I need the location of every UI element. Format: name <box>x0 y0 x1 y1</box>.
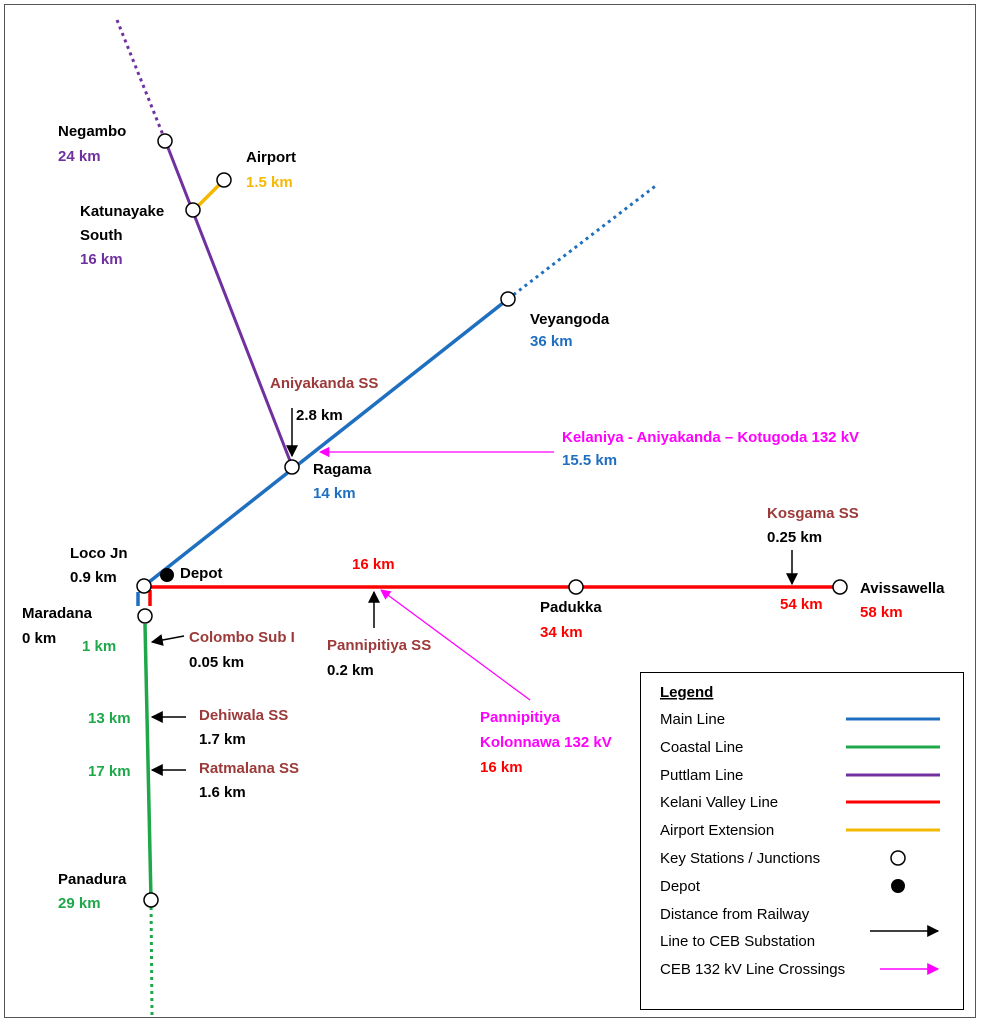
loco-jn-label: Loco Jn <box>70 545 128 562</box>
aniyakanda-ss-dist: 2.8 km <box>296 407 343 424</box>
pannipitiya-crossing-arrow <box>380 589 531 701</box>
station-katunayake-south <box>185 202 201 218</box>
station-maradana <box>137 608 153 624</box>
puttlam-line-dotted <box>115 19 167 141</box>
kosgama-line-km: 54 km <box>780 596 823 613</box>
katunayake-label: Katunayake <box>80 203 164 220</box>
coastal-line-dotted <box>149 899 154 1016</box>
dehiwala-ss-label: Dehiwala SS <box>199 707 288 724</box>
legend-puttlam-line-label: Puttlam Line <box>660 767 743 784</box>
station-ragama <box>284 459 300 475</box>
ragama-label: Ragama <box>313 461 372 478</box>
puttlam-line <box>163 139 294 467</box>
pannipitiya-crossing-label-2: Kolonnawa 132 kV <box>480 734 612 751</box>
pannipitiya-ss-dist: 0.2 km <box>327 662 374 679</box>
station-airport <box>216 172 232 188</box>
colombo-sub-dist: 0.05 km <box>189 654 244 671</box>
legend <box>640 672 964 1010</box>
colombo-sub-arrow <box>150 634 185 646</box>
station-avissawella <box>832 579 848 595</box>
maradana-label: Maradana <box>22 605 93 622</box>
diagram-frame <box>4 4 976 1018</box>
kosgama-ss-label: Kosgama SS <box>767 505 859 522</box>
avissawella-label: Avissawella <box>860 580 945 597</box>
station-loco-jn <box>136 578 152 594</box>
dehiwala-line-km: 13 km <box>88 710 131 727</box>
depot-label: Depot <box>180 565 223 582</box>
station-padukka <box>568 579 584 595</box>
legend-main-line-label: Main Line <box>660 711 725 728</box>
kosgama-ss-dist: 0.25 km <box>767 529 822 546</box>
ratmalana-ss-dist: 1.6 km <box>199 784 246 801</box>
legend-kelani-line-label: Kelani Valley Line <box>660 794 778 811</box>
negambo-label: Negambo <box>58 123 126 140</box>
legend-depot-swatch <box>891 879 905 893</box>
pannipitiya-crossing-line-km: 16 km <box>352 556 395 573</box>
airport-label: Airport <box>246 149 296 166</box>
ratmalana-line-km: 17 km <box>88 763 131 780</box>
pannipitiya-crossing-label: Pannipitiya <box>480 709 561 726</box>
colombo-sub-line-km: 1 km <box>82 638 116 655</box>
legend-substation-distance-label: Distance from Railway <box>660 906 810 923</box>
padukka-dist: 34 km <box>540 624 583 641</box>
colombo-sub-label: Colombo Sub I <box>189 629 295 646</box>
legend-title: Legend <box>660 684 713 701</box>
pannipitiya-ss-label: Pannipitiya SS <box>327 637 431 654</box>
legend-substation-distance-label-2: Line to CEB Substation <box>660 933 815 950</box>
airport-dist: 1.5 km <box>246 174 293 191</box>
pannipitiya-crossing-dist: 16 km <box>480 759 523 776</box>
depot-marker <box>160 568 174 582</box>
aniyakanda-ss-label: Aniyakanda SS <box>270 375 378 392</box>
legend-station-swatch <box>890 850 906 866</box>
kelaniya-crossing-dist: 15.5 km <box>562 452 617 469</box>
negambo-dist: 24 km <box>58 148 101 165</box>
legend-airport-line-label: Airport Extension <box>660 822 774 839</box>
padukka-label: Padukka <box>540 599 602 616</box>
katunayake-dist: 16 km <box>80 251 123 268</box>
legend-coastal-line-label: Coastal Line <box>660 739 743 756</box>
panadura-label: Panadura <box>58 871 127 888</box>
legend-crossing-label: CEB 132 kV Line Crossings <box>660 961 845 978</box>
station-veyangoda <box>500 291 516 307</box>
katunayake-label-2: South <box>80 227 123 244</box>
avissawella-dist: 58 km <box>860 604 903 621</box>
dehiwala-ss-dist: 1.7 km <box>199 731 246 748</box>
veyangoda-label: Veyangoda <box>530 311 610 328</box>
main-line <box>142 297 510 588</box>
loco-jn-dist: 0.9 km <box>70 569 117 586</box>
kelaniya-crossing-label: Kelaniya - Aniyakanda – Kotugoda 132 kV <box>562 429 859 446</box>
ragama-dist: 14 km <box>313 485 356 502</box>
coastal-line <box>143 623 153 901</box>
station-panadura <box>143 892 159 908</box>
legend-stations-label: Key Stations / Junctions <box>660 850 820 867</box>
station-negambo <box>157 133 173 149</box>
veyangoda-dist: 36 km <box>530 333 573 350</box>
maradana-dist: 0 km <box>22 630 56 647</box>
panadura-dist: 29 km <box>58 895 101 912</box>
legend-depot-label: Depot <box>660 878 701 895</box>
ratmalana-ss-label: Ratmalana SS <box>199 760 299 777</box>
